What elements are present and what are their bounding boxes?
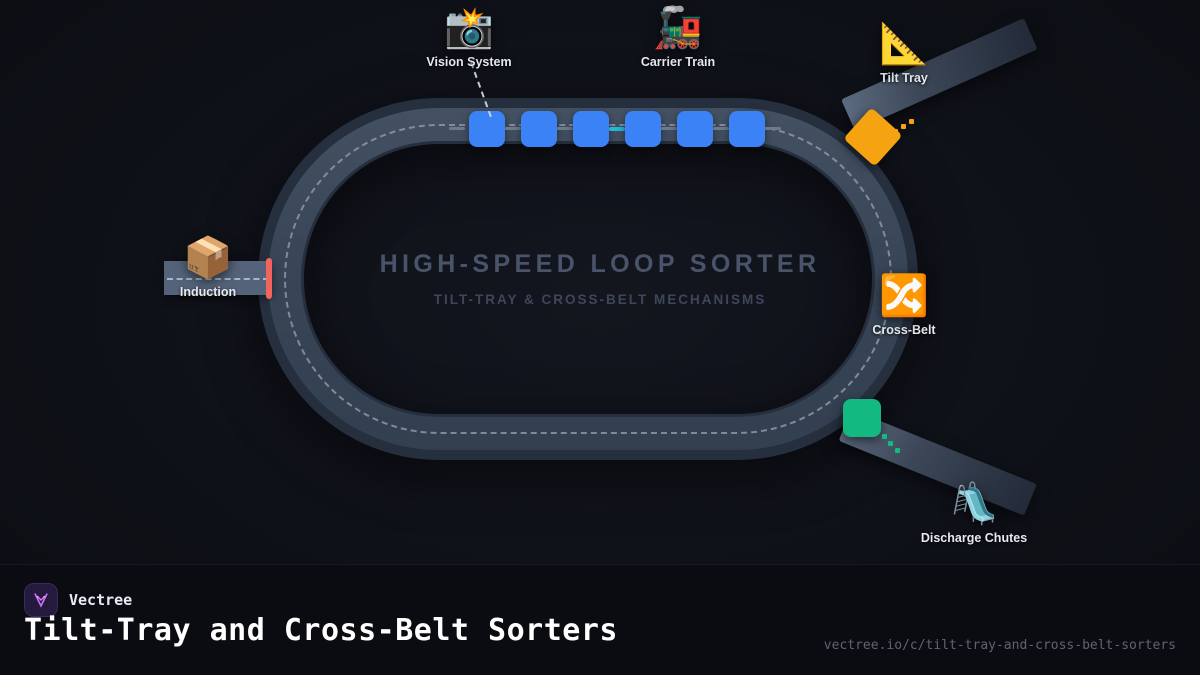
cross-trail-dot-1 [882,434,887,439]
node-cross-belt[interactable]: 🔀 Cross-Belt [844,276,964,337]
cross-belt-parcel[interactable] [843,399,881,437]
carrier-4[interactable] [625,111,661,147]
node-label-cross-belt: Cross-Belt [872,323,936,337]
tilt-trail-dot-3 [909,119,914,124]
cross-trail-dot-2 [888,441,893,446]
coupler-6 [765,127,781,130]
coupler-4 [661,127,677,130]
package-box-icon: 📦 [183,236,233,280]
footer-bar: Vectree Tilt-Tray and Cross-Belt Sorters… [0,564,1200,675]
vectree-logo-icon [24,583,58,617]
camera-with-flash-icon: 📸 [444,6,494,50]
induction-conveyor [164,261,272,295]
carrier-3[interactable] [573,111,609,147]
node-tilt-tray[interactable]: 📐 Tilt Tray [844,24,964,85]
carrier-1[interactable] [469,111,505,147]
coupler-0 [449,127,465,130]
node-induction[interactable]: 📦 Induction [148,238,268,299]
brand-row[interactable]: Vectree [24,583,132,617]
page-url: vectree.io/c/tilt-tray-and-cross-belt-so… [823,638,1176,653]
coupler-5 [713,127,729,130]
cross-trail-dot-3 [895,448,900,453]
tilt-trail-dot-2 [901,124,906,129]
node-label-carrier-train: Carrier Train [640,55,716,69]
node-carrier-train[interactable]: 🚂 Carrier Train [618,8,738,69]
carrier-5[interactable] [677,111,713,147]
brand-name: Vectree [69,591,133,609]
node-label-discharge-chutes: Discharge Chutes [920,531,1028,545]
page-title: Tilt-Tray and Cross-Belt Sorters [24,613,618,648]
induction-belt-dash [167,278,269,280]
node-label-vision-system: Vision System [426,55,512,69]
induction-stop-bar [266,258,272,299]
node-discharge-chutes[interactable]: 🛝 Discharge Chutes [914,484,1034,545]
triangular-ruler-icon: 📐 [879,22,929,66]
loop-sorter-track [258,98,918,460]
playground-slide-icon: 🛝 [949,482,999,526]
node-label-induction: Induction [179,285,237,299]
tilt-trail-dot-1 [893,129,898,134]
arrows-cycle-icon: 🔀 [879,274,929,318]
coupler-1 [505,127,521,130]
node-vision-system[interactable]: 📸 Vision System [409,8,529,69]
locomotive-icon: 🚂 [653,6,703,50]
coupler-3-active [609,127,625,131]
node-label-tilt-tray: Tilt Tray [880,71,928,85]
carrier-2[interactable] [521,111,557,147]
carrier-6[interactable] [729,111,765,147]
coupler-2 [557,127,573,130]
track-centerline [284,124,892,434]
